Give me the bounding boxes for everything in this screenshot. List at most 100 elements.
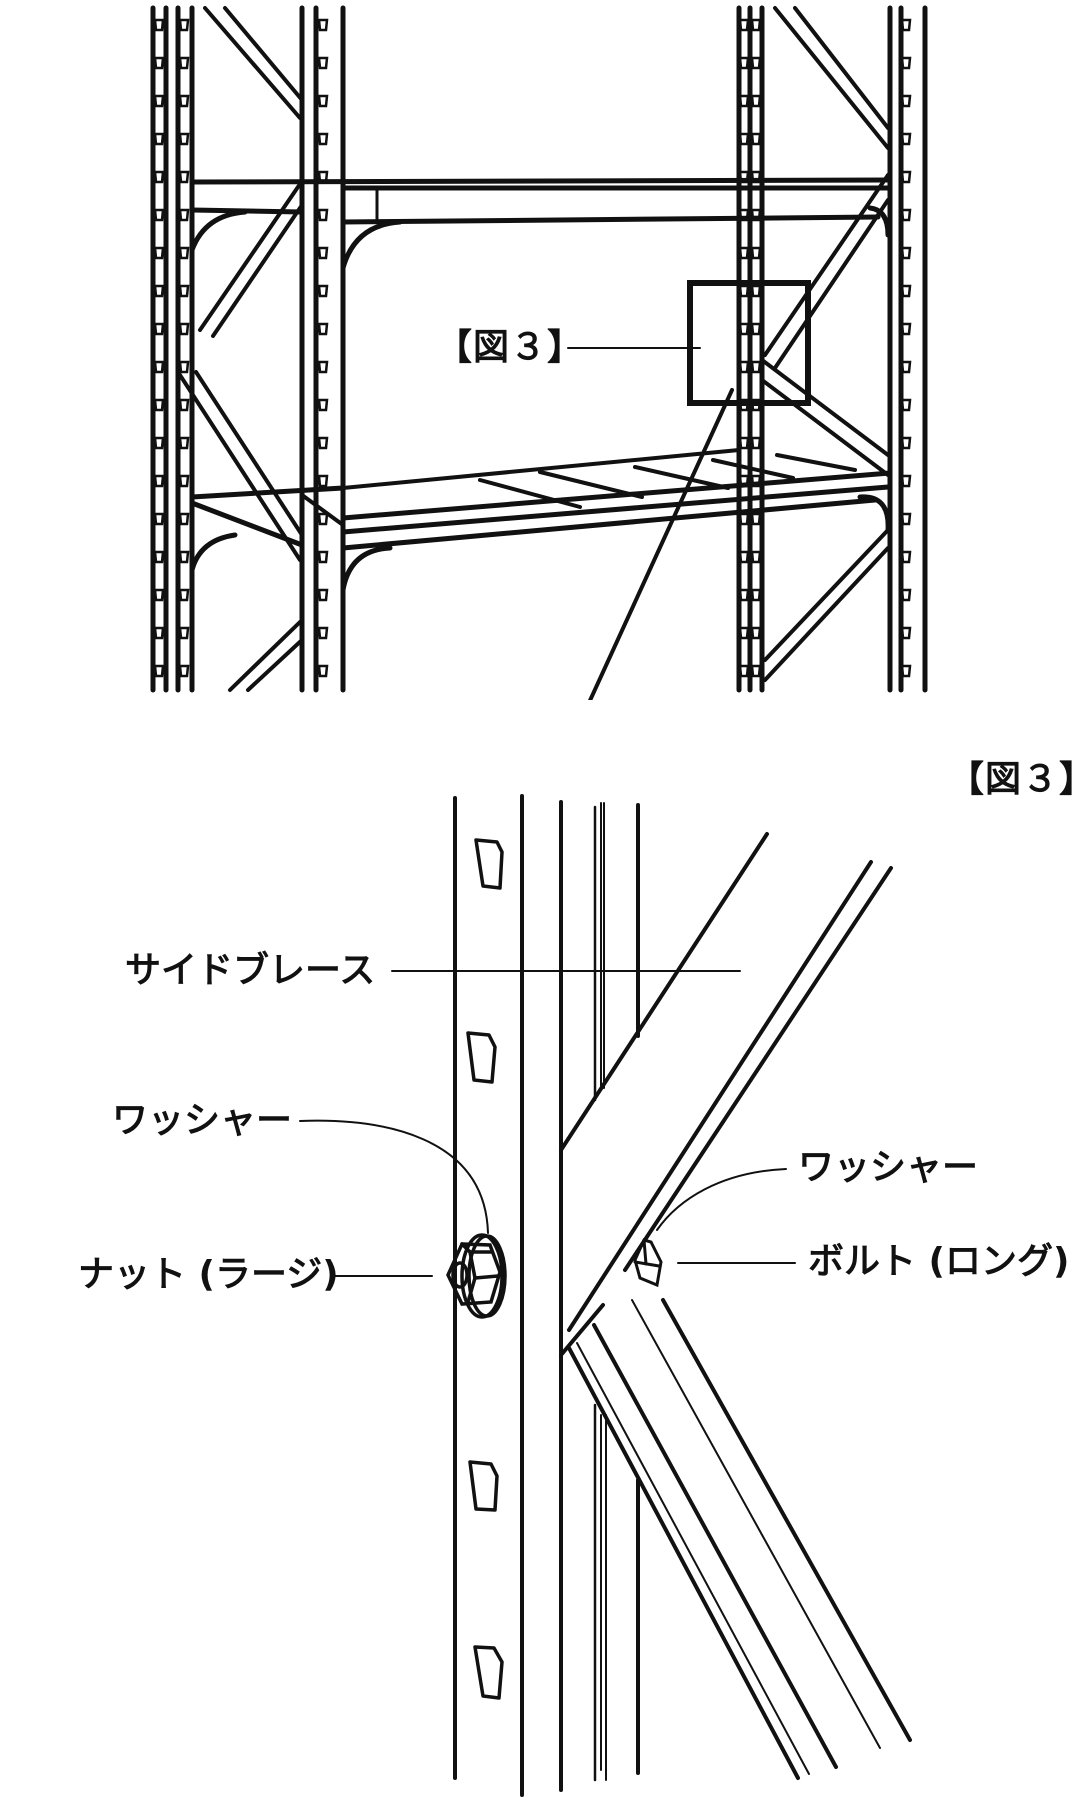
post-slot xyxy=(738,360,750,374)
post-slot xyxy=(738,550,750,564)
post-slot xyxy=(750,56,762,70)
post-slot xyxy=(153,626,165,640)
post-slot xyxy=(153,474,165,488)
top-shelf xyxy=(189,177,893,271)
shelf-rack-overview xyxy=(150,5,928,700)
post-slot xyxy=(317,246,329,260)
label-side-brace: サイドブレース xyxy=(125,950,376,991)
post-slot xyxy=(153,436,165,450)
post-slot xyxy=(900,94,912,108)
post-slot xyxy=(900,626,912,640)
detail-callout-box xyxy=(687,280,811,406)
post-slot xyxy=(317,436,329,450)
post-slot xyxy=(900,284,912,298)
post-slot xyxy=(178,474,190,488)
post-slot xyxy=(317,18,329,32)
post-slot xyxy=(178,436,190,450)
post-slot xyxy=(738,322,750,336)
pointer-arrow-line xyxy=(588,388,734,700)
post-slot xyxy=(178,398,190,412)
post-slot xyxy=(750,360,762,374)
post-slot xyxy=(317,588,329,602)
post-slot xyxy=(317,550,329,564)
post-slot xyxy=(900,170,912,184)
post-slot xyxy=(153,512,165,526)
label-nut-large: ナット (ラージ) xyxy=(78,1254,339,1295)
detail-side-brace-lower xyxy=(559,1298,912,1780)
post-slot xyxy=(178,132,190,146)
post-slot xyxy=(153,322,165,336)
overview-figure-callout-label: 【図３】 xyxy=(436,327,585,368)
post-slot xyxy=(750,322,762,336)
post-slot xyxy=(750,94,762,108)
post-slot xyxy=(738,588,750,602)
post-slot xyxy=(738,246,750,260)
post-slot xyxy=(900,208,912,222)
detail-post xyxy=(453,794,640,1797)
post-slot xyxy=(153,588,165,602)
post-slot xyxy=(317,208,329,222)
right-front-post xyxy=(887,5,928,693)
post-slot xyxy=(900,246,912,260)
post-slot xyxy=(317,398,329,412)
post-slot xyxy=(900,132,912,146)
label-bolt-long: ボルト (ロング) xyxy=(808,1241,1070,1282)
post-slot xyxy=(178,284,190,298)
bottom-shelf xyxy=(189,448,893,593)
post-slot xyxy=(153,664,165,678)
post-slot xyxy=(178,322,190,336)
left-front-post xyxy=(299,5,346,693)
post-slot xyxy=(738,436,750,450)
post-slot xyxy=(178,18,190,32)
post-slot xyxy=(153,550,165,564)
post-slot xyxy=(900,360,912,374)
post-slot xyxy=(750,284,762,298)
post-slot xyxy=(178,512,190,526)
post-slot xyxy=(317,360,329,374)
post-slot xyxy=(178,246,190,260)
post-slot xyxy=(178,208,190,222)
right-side-brace xyxy=(760,6,890,682)
post-slot xyxy=(317,322,329,336)
washer-left-leader xyxy=(299,1119,489,1234)
post-slot xyxy=(178,588,190,602)
post-slot xyxy=(153,398,165,412)
post-slot xyxy=(738,132,750,146)
post-slot xyxy=(317,626,329,640)
post-slot xyxy=(900,436,912,450)
post-slot xyxy=(317,94,329,108)
post-slot xyxy=(750,588,762,602)
post-slot xyxy=(738,94,750,108)
post-slot xyxy=(900,398,912,412)
post-slot xyxy=(900,550,912,564)
post-slot xyxy=(178,94,190,108)
post-slot xyxy=(153,246,165,260)
left-back-post xyxy=(150,5,195,693)
post-slot xyxy=(317,512,329,526)
post-slot xyxy=(738,284,750,298)
post-slot xyxy=(178,664,190,678)
post-slot xyxy=(317,664,329,678)
post-slot xyxy=(750,512,762,526)
post-slot xyxy=(900,56,912,70)
post-slot xyxy=(153,18,165,32)
post-slots xyxy=(153,18,912,678)
bolt-head-icon xyxy=(633,1238,663,1288)
post-slot xyxy=(317,284,329,298)
post-slot xyxy=(153,94,165,108)
post-slot xyxy=(317,474,329,488)
post-slot xyxy=(153,284,165,298)
post-slot xyxy=(750,436,762,450)
post-slot xyxy=(738,626,750,640)
post-slot xyxy=(750,626,762,640)
post-slot xyxy=(900,18,912,32)
hex-nut-icon xyxy=(446,1233,507,1319)
post-slot xyxy=(738,18,750,32)
detail-figure-label: 【図３】 xyxy=(948,759,1080,800)
label-washer-right: ワッシャー xyxy=(798,1147,979,1188)
post-slot xyxy=(317,56,329,70)
post-slot xyxy=(178,360,190,374)
post-slot xyxy=(750,246,762,260)
right-back-post xyxy=(736,5,765,693)
post-slot xyxy=(750,132,762,146)
